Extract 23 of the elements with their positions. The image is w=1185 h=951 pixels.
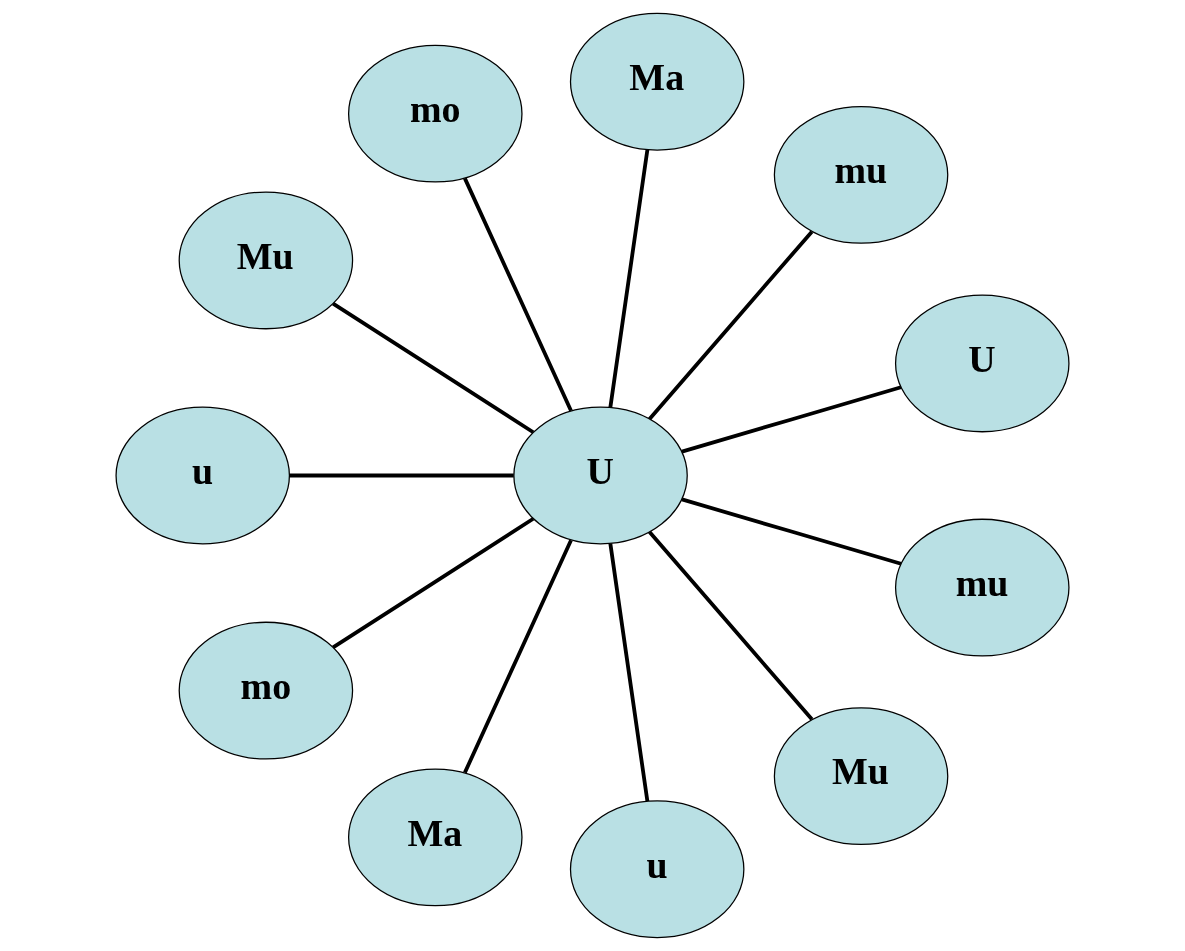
connector [332,517,535,649]
node-ellipse: Mu [178,191,354,330]
connector [608,543,650,802]
connector [463,177,573,412]
node-ellipse: mu [773,105,949,244]
node-ellipse: mu [894,518,1070,657]
connector [332,302,535,434]
node-ellipse: U [894,294,1070,433]
node-ellipse: mo [348,44,523,183]
connector [608,149,650,408]
node-ellipse: Ma [348,768,523,907]
connector [681,385,902,454]
connector [463,539,573,774]
connector [681,497,902,566]
node-ellipse: u [115,406,291,545]
node-ellipse: Ma [569,12,745,151]
node-ellipse: mo [178,621,354,760]
node-ellipse: U [513,406,688,545]
connector [289,473,514,478]
connector [648,230,814,421]
node-ellipse: Mu [773,707,949,846]
node-ellipse: u [569,800,745,939]
connector [648,530,814,721]
